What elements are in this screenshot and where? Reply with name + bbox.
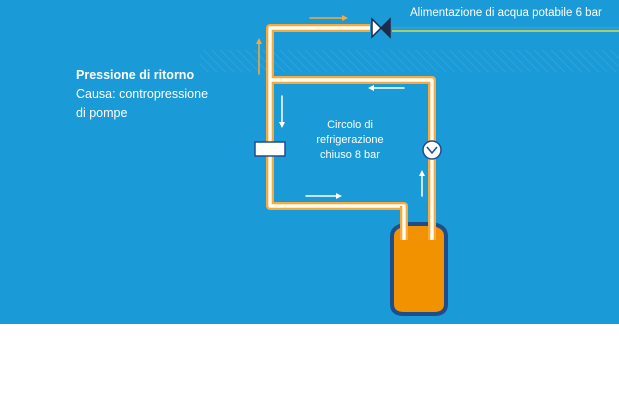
supply-label: Alimentazione di acqua potabile 6 bar (410, 7, 602, 19)
flow-arrow-icon (256, 15, 425, 199)
circuit-label-line1: Circolo di (327, 119, 373, 131)
pressure-hatch-band (200, 50, 619, 72)
return-pressure-cause-line1: Causa: contropressione (76, 87, 208, 101)
flow-arrow-bottom-right (305, 193, 342, 199)
storage-tank (390, 200, 448, 316)
valve-icon (371, 17, 391, 39)
flow-arrow-supply-right (309, 15, 348, 21)
supply-line (392, 26, 619, 32)
diagram-background (0, 0, 619, 324)
flow-arrow-supply-up (256, 38, 262, 75)
circuit-label-line3: chiuso 8 bar (320, 149, 380, 161)
return-pressure-cause-line2: di pompe (76, 106, 127, 120)
flow-arrow-down (279, 95, 285, 128)
circuit-label-line2: refrigerazione (316, 134, 383, 146)
pipe-system (266, 24, 436, 236)
flow-arrow-return-left (368, 85, 405, 91)
check-device-icon (254, 141, 286, 157)
pump-icon (422, 140, 442, 160)
return-pressure-title: Pressione di ritorno (76, 68, 194, 82)
flow-arrow-up (419, 170, 425, 197)
blank-lower-panel (0, 324, 619, 405)
